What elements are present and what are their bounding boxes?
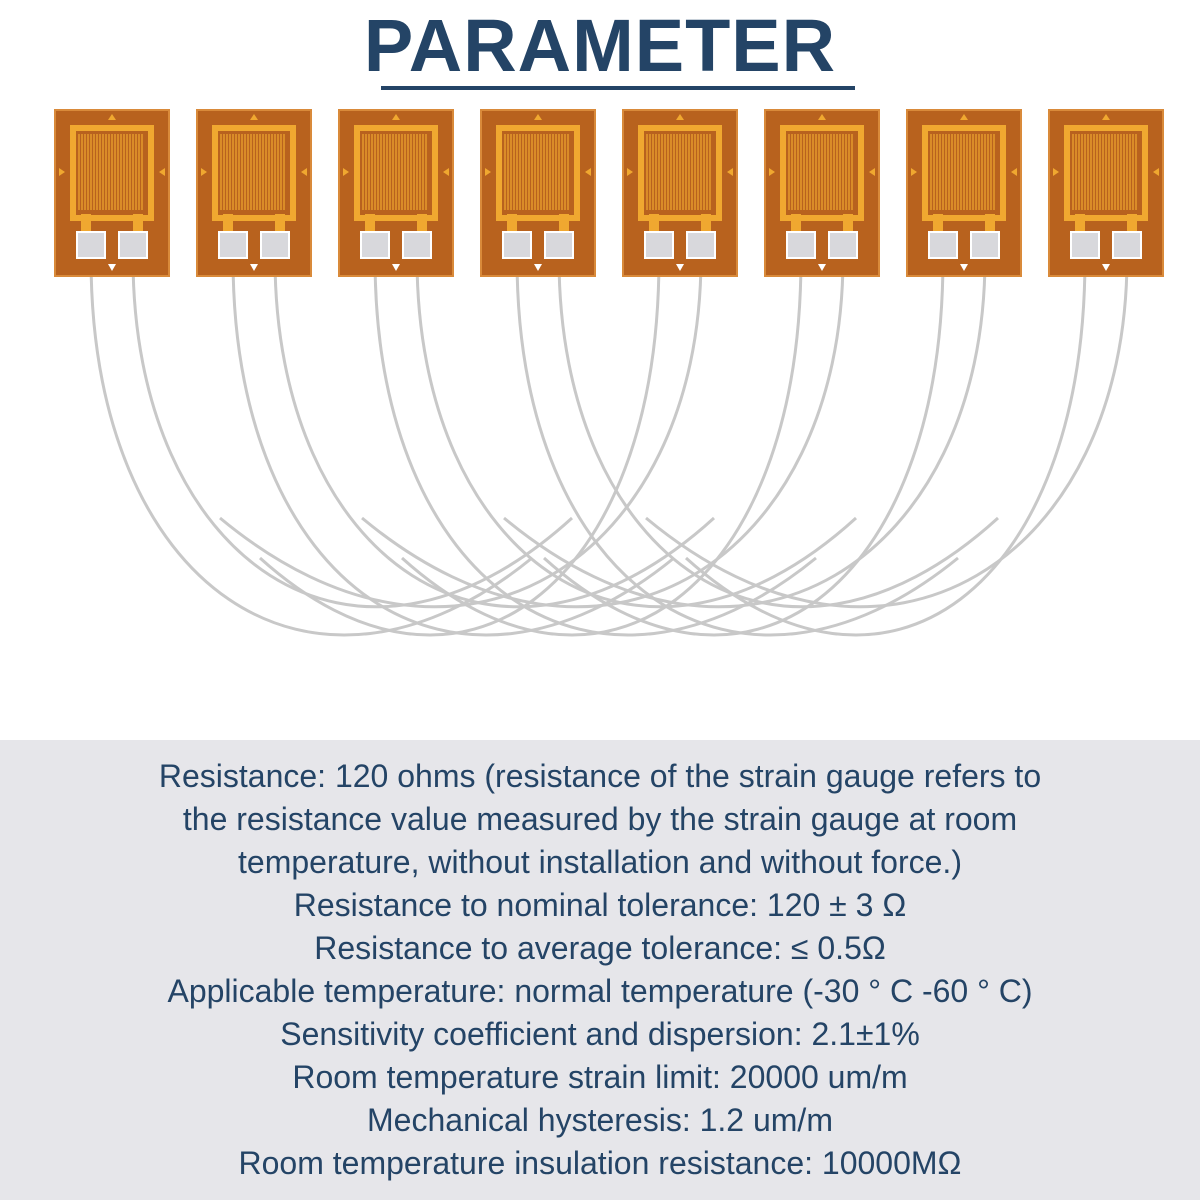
strain-gauge-icon [764, 109, 880, 277]
strain-gauge-figure [0, 100, 1200, 740]
strain-gauges-illustration [54, 109, 1164, 637]
lead-wire [400, 257, 803, 637]
spec-line: Resistance to average tolerance: ≤ 0.5Ω [314, 930, 886, 966]
lead-wire [684, 257, 1087, 637]
lead-wire [415, 257, 858, 609]
spec-line: temperature, without installation and wi… [238, 844, 962, 880]
lead-wire [645, 257, 1129, 609]
strain-gauge-icon [1048, 109, 1164, 277]
strain-gauge-icon [480, 109, 596, 277]
lead-wire [219, 257, 703, 609]
wires [89, 257, 1129, 637]
lead-wire [89, 257, 533, 637]
spec-line: Mechanical hysteresis: 1.2 um/m [367, 1102, 833, 1138]
spec-line: Resistance to nominal tolerance: 120 ± 3… [293, 887, 907, 923]
spec-line: Room temperature strain limit: 20000 um/… [292, 1059, 908, 1095]
spec-line: the resistance value measured by the str… [182, 801, 1018, 837]
header: PARAMETER [0, 0, 1200, 100]
gauges [54, 109, 1164, 277]
strain-gauge-icon [196, 109, 312, 277]
strain-gauge-icon [622, 109, 738, 277]
strain-gauge-icon [906, 109, 1022, 277]
lead-wire [557, 257, 1000, 609]
spec-line: Resistance: 120 ohms (resistance of the … [158, 758, 1042, 794]
spec-panel: Resistance: 120 ohms (resistance of the … [0, 740, 1200, 1200]
lead-wire [542, 257, 945, 637]
lead-wire [273, 257, 716, 609]
spec-line: Room temperature insulation resistance: … [238, 1145, 962, 1181]
lead-wire [258, 257, 661, 637]
strain-gauge-icon [338, 109, 454, 277]
lead-wire [131, 257, 574, 609]
title-underline [381, 86, 855, 90]
strain-gauge-icon [54, 109, 170, 277]
spec-line: Sensitivity coefficient and dispersion: … [280, 1016, 920, 1052]
lead-wire [361, 257, 845, 609]
spec-line: Applicable temperature: normal temperatu… [167, 973, 1033, 1009]
page-title: PARAMETER [363, 4, 837, 87]
lead-wire [503, 257, 987, 609]
